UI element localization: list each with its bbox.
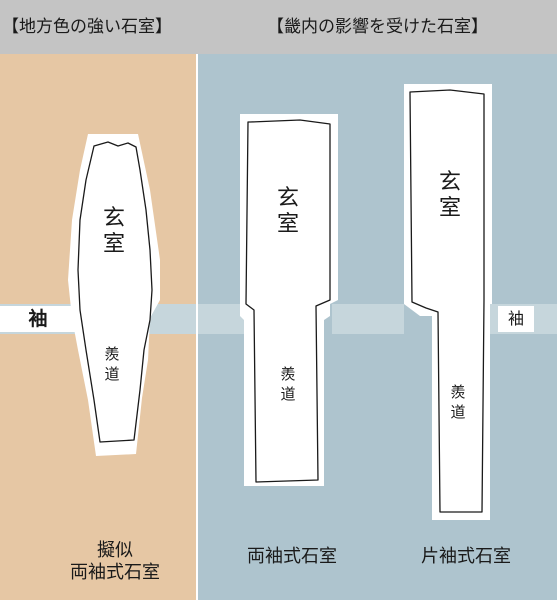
chamber-wall-double	[245, 119, 331, 483]
sendo-label-single: 羨 道	[450, 383, 466, 421]
genshitsu-label-single: 玄 室	[438, 170, 461, 221]
type-label-double: 両袖式石室	[247, 546, 337, 567]
sleeve-label-right: 袖	[498, 306, 534, 332]
sleeve-band-kinai-mid	[332, 304, 404, 334]
chamber-outline-pseudo	[68, 134, 160, 456]
chamber-wall-pseudo	[77, 141, 153, 443]
chamber-outline-double	[240, 114, 338, 486]
type-label-pseudo: 擬似 両袖式石室	[70, 540, 160, 583]
sleeve-label-left: 袖	[0, 306, 76, 332]
chamber-wall-single	[409, 89, 485, 513]
type-label-single: 片袖式石室	[421, 546, 511, 567]
sendo-label-double: 羨 道	[280, 365, 296, 403]
chamber-outline-single	[404, 84, 492, 520]
genshitsu-label-double: 玄 室	[276, 186, 299, 237]
kinai-header: 【畿内の影響を受けた石室】	[198, 0, 557, 54]
genshitsu-label-pseudo: 玄 室	[102, 206, 125, 257]
sendo-label-pseudo: 羨 道	[104, 345, 120, 383]
regional-header: 【地方色の強い石室】	[0, 0, 198, 54]
sleeve-band-kinai-left	[198, 304, 244, 334]
